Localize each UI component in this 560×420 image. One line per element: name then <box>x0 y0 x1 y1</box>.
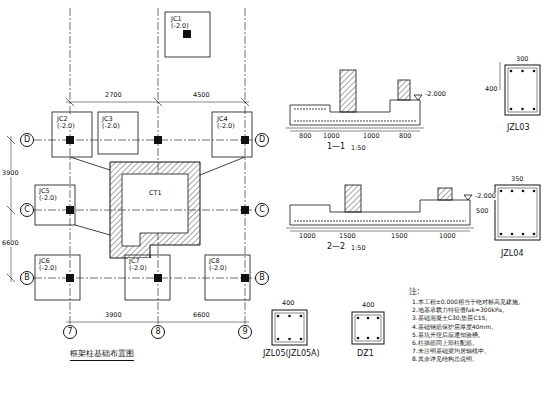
rebar-dot <box>277 315 280 318</box>
rebar-dot <box>533 190 536 193</box>
rebar-dot <box>300 338 303 341</box>
rebar-dot <box>500 233 503 236</box>
dimension-text: 1000 <box>438 233 457 240</box>
dimension-text: 1500 <box>338 233 357 240</box>
dimension-text: 1500 <box>390 233 409 240</box>
foundation-label: JC4 (-2.0) <box>216 116 242 130</box>
rebar-dot <box>521 108 524 111</box>
note-line: 3.基础混凝土C30,垫层C15。 <box>412 314 554 321</box>
axis-bubble: D <box>20 133 34 147</box>
dimension-text: 500 <box>475 208 489 215</box>
axis-bubble: D <box>255 133 269 147</box>
rebar-dot <box>357 317 360 320</box>
dimension-text: 1000 <box>322 133 341 140</box>
note-line: 1.本工程±0.000相当于绝对标高见建施。 <box>412 298 554 305</box>
rebar-dot <box>367 337 370 340</box>
foundation-label: CT1 <box>148 190 163 197</box>
axis-bubble: B <box>20 271 34 285</box>
rebar-dot <box>522 233 525 236</box>
rebar-dot <box>511 233 514 236</box>
axis-label: B <box>24 274 30 282</box>
section-label: JZL04 <box>500 250 524 259</box>
note-line: 7.未注明基础梁均居轴线中。 <box>412 347 554 354</box>
grid-line <box>34 278 255 279</box>
section-label: DZ1 <box>356 350 375 359</box>
rebar-dot <box>288 338 291 341</box>
dimension-text: 800 <box>398 133 412 140</box>
grid-line <box>34 210 255 211</box>
axis-label: 7 <box>67 328 72 336</box>
rebar-dot <box>522 190 525 193</box>
foundation-label: JC2 (-2.0) <box>56 116 82 130</box>
foundation-label: JC5 (-2.0) <box>38 188 64 202</box>
note-line: 4.基础钢筋保护层厚度40mm。 <box>412 323 554 330</box>
axis-label: 8 <box>155 328 160 336</box>
section-label: 1—1 <box>326 143 346 152</box>
dimension-text: 400 <box>484 86 498 93</box>
note-line: 6.柱插筋同上部柱配筋。 <box>412 339 554 346</box>
dimension-text: 3900 <box>1 170 20 177</box>
axis-bubble: 9 <box>238 325 252 339</box>
section-label: 1:50 <box>350 145 367 152</box>
foundation-label: JC7 (-2.0) <box>128 258 154 272</box>
drawing-title: 框架柱基础布置图 <box>70 348 134 361</box>
rebar-dot <box>510 70 513 73</box>
axis-label: 9 <box>242 328 247 336</box>
dimension-text: -2.000 <box>424 91 447 98</box>
axis-bubble: 8 <box>151 325 165 339</box>
dimension-text: 1000 <box>298 233 317 240</box>
rebar-dot <box>277 338 280 341</box>
rebar-dot <box>288 315 291 318</box>
notes-heading: 注: <box>408 288 421 297</box>
dimension-text: 800 <box>298 133 312 140</box>
section-label: 2—2 <box>326 243 346 252</box>
foundation-label: JC1 (-2.0) <box>170 16 196 30</box>
rebar-dot <box>300 315 303 318</box>
dimension-text: 350 <box>510 176 524 183</box>
dimension-text: 400 <box>281 300 295 307</box>
axis-bubble: 7 <box>63 325 77 339</box>
axis-label: D <box>259 136 265 144</box>
rebar-dot <box>357 337 360 340</box>
dimension-text: 3900 <box>104 312 123 319</box>
axis-label: C <box>24 206 30 214</box>
rebar-dot <box>533 233 536 236</box>
rebar-dot <box>510 108 513 111</box>
rebar-dot <box>367 317 370 320</box>
dimension-text: 300 <box>515 56 529 63</box>
rebar-dot <box>511 190 514 193</box>
axis-label: C <box>259 206 265 214</box>
grid-line <box>34 140 255 141</box>
foundation-label: JC3 (-2.0) <box>101 116 127 130</box>
section-label: 1:50 <box>350 245 367 252</box>
rebar-dot <box>521 70 524 73</box>
dimension-text: 400 <box>361 302 375 309</box>
rebar-dot <box>533 108 536 111</box>
axis-bubble: B <box>255 271 269 285</box>
axis-label: B <box>259 274 265 282</box>
dimension-text: 6600 <box>192 312 211 319</box>
foundation-label: JC8 (-2.0) <box>208 258 234 272</box>
notes-column: 1.本工程±0.000相当于绝对标高见建施。2.地基承载力特征值fak=300k… <box>412 298 554 363</box>
rebar-dot <box>533 70 536 73</box>
rebar-dot <box>377 317 380 320</box>
foundation-label: JC6 (-2.0) <box>38 258 64 272</box>
dimension-text: 4500 <box>192 92 211 99</box>
axis-label: D <box>24 136 30 144</box>
section-label: JZL05(JZL05A) <box>262 350 321 359</box>
dimension-text: 2700 <box>104 92 123 99</box>
rebar-dot <box>500 190 503 193</box>
note-line: 5.基坑开挖后应通知验槽。 <box>412 331 554 338</box>
note-line: 8.其余详见结构总说明。 <box>412 355 554 362</box>
rebar-dot <box>377 337 380 340</box>
dimension-text: 6600 <box>1 240 20 247</box>
note-line: 2.地基承载力特征值fak=300kPa。 <box>412 306 554 313</box>
dimension-text: 1000 <box>362 133 381 140</box>
dimension-text: -2.000 <box>474 193 497 200</box>
section-label: JZL03 <box>506 124 530 133</box>
axis-bubble: C <box>255 203 269 217</box>
axis-bubble: C <box>20 203 34 217</box>
